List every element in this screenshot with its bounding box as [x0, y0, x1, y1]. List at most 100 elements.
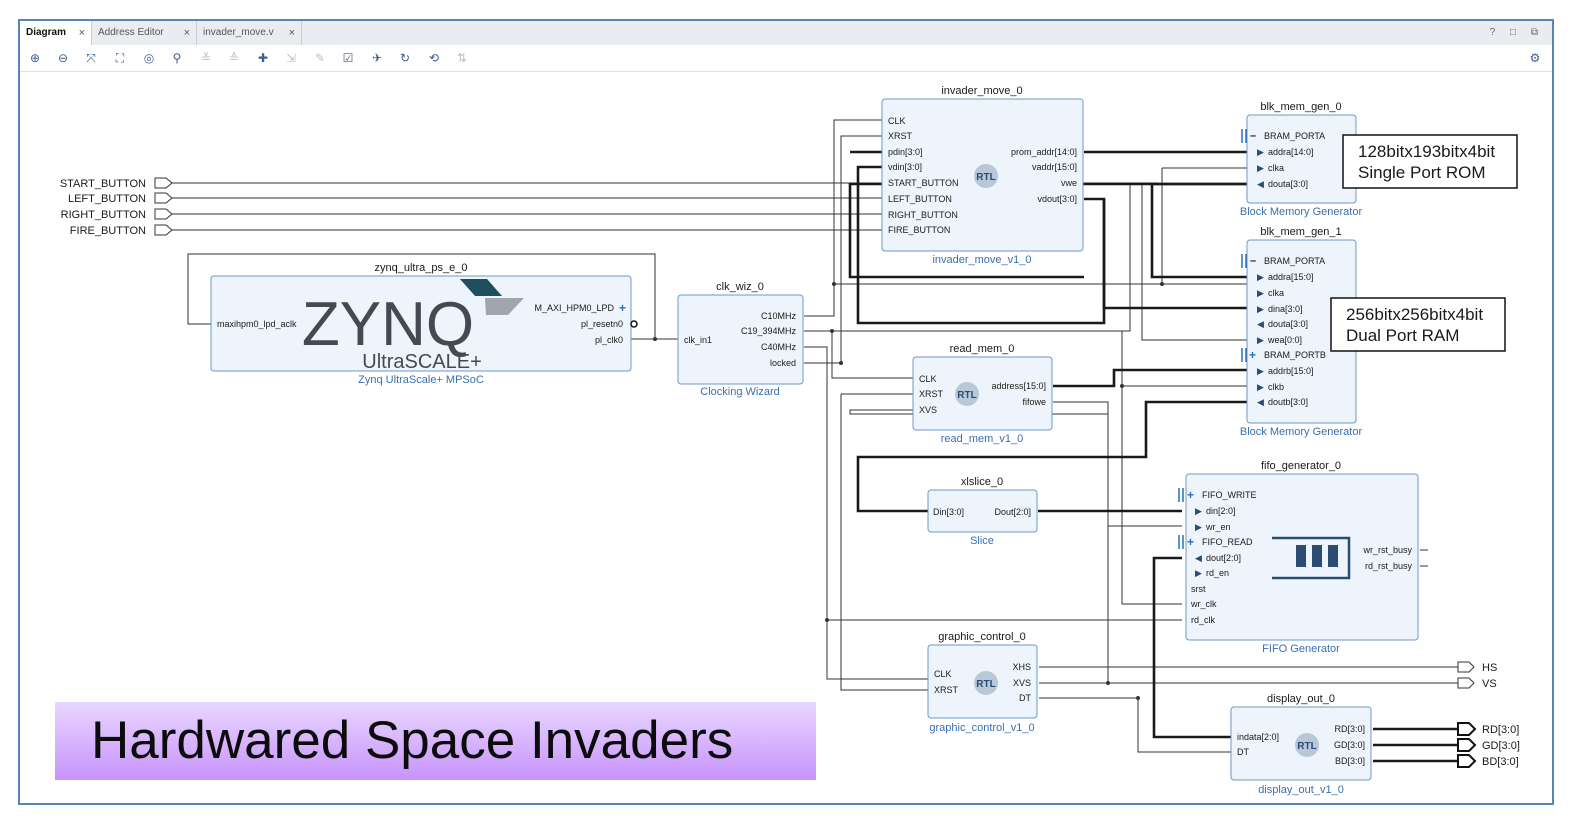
- port-label: rd_rst_busy: [1365, 561, 1413, 571]
- port-label: CLK: [934, 669, 952, 679]
- block-name: blk_mem_gen_1: [1260, 226, 1341, 238]
- tab-address-editor[interactable]: Address Editor ×: [92, 21, 197, 45]
- port-label: Dout[2:0]: [994, 507, 1031, 517]
- wrench-icon[interactable]: ✎: [314, 51, 326, 65]
- plus-icon[interactable]: +: [619, 301, 626, 315]
- note-text: 128bitx193bitx4bit: [1358, 142, 1495, 161]
- port-label: XVS: [919, 405, 937, 415]
- port-label: wea[0:0]: [1267, 335, 1302, 345]
- tab-invader-move[interactable]: invader_move.v×: [197, 21, 302, 45]
- arrow-right-icon: ▶: [1195, 522, 1202, 532]
- port-label: clka: [1268, 288, 1284, 298]
- zoom-area-icon[interactable]: ⛶: [115, 51, 125, 65]
- note-text: 256bitx256bitx4bit: [1346, 305, 1483, 324]
- port-label: FIFO_WRITE: [1202, 490, 1257, 500]
- port-fire-button[interactable]: FIRE_BUTTON: [70, 224, 173, 237]
- note-text: Single Port ROM: [1358, 163, 1486, 182]
- route-icon[interactable]: ✈: [371, 51, 383, 65]
- note-rom: 128bitx193bitx4bit Single Port ROM: [1342, 134, 1518, 189]
- port-label: pl_resetn0: [581, 319, 623, 329]
- port-hs[interactable]: HS: [1457, 661, 1497, 674]
- close-icon[interactable]: ×: [183, 27, 190, 39]
- minus-icon[interactable]: –: [1250, 255, 1256, 267]
- port-label: C19_394MHz: [741, 326, 797, 336]
- port-label: doutb[3:0]: [1268, 397, 1308, 407]
- port-label: RIGHT_BUTTON: [61, 209, 146, 221]
- fit-view-icon[interactable]: ⤧: [86, 51, 96, 65]
- port-label: addra[15:0]: [1268, 272, 1314, 282]
- port-bd[interactable]: BD[3:0]: [1457, 754, 1519, 768]
- arrow-left-icon: ◀: [1195, 553, 1202, 563]
- regenerate-icon[interactable]: ⟲: [428, 51, 440, 65]
- arrow-right-icon: ▶: [1257, 304, 1264, 314]
- arrow-left-icon: ◀: [1257, 397, 1264, 407]
- port-label: wr_en: [1205, 522, 1231, 532]
- gear-icon[interactable]: ⚙: [1529, 51, 1541, 65]
- minus-icon[interactable]: –: [1250, 130, 1256, 142]
- port-label: dout[2:0]: [1206, 553, 1241, 563]
- block-blk-mem-gen-1[interactable]: blk_mem_gen_1 – BRAM_PORTA ▶addra[15:0] …: [1240, 226, 1363, 438]
- collapse-icon[interactable]: ≚: [200, 51, 212, 65]
- block-invader-move[interactable]: invader_move_0 CLK XRST pdin[3:0] vdin[3…: [881, 85, 1084, 266]
- diagram-window: Diagram× Address Editor × invader_move.v×…: [18, 19, 1554, 805]
- port-label: M_AXI_HPM0_LPD: [534, 303, 614, 313]
- port-label: wr_clk: [1190, 599, 1217, 609]
- port-right-button[interactable]: RIGHT_BUTTON: [61, 208, 173, 221]
- port-label: addra[14:0]: [1268, 147, 1314, 157]
- block-name: read_mem_0: [950, 343, 1015, 355]
- port-rd[interactable]: RD[3:0]: [1457, 722, 1519, 736]
- block-zynq[interactable]: zynq_ultra_ps_e_0 maxihpm0_lpd_aclk ZYNQ…: [210, 262, 638, 386]
- add-ip-icon[interactable]: ✚: [257, 51, 269, 65]
- port-label: indata[2:0]: [1237, 732, 1279, 742]
- block-clk-wiz[interactable]: clk_wiz_0 clk_in1 C10MHz C19_394MHz C40M…: [677, 281, 804, 398]
- block-subtitle: FIFO Generator: [1262, 643, 1340, 655]
- port-label: START_BUTTON: [60, 178, 146, 190]
- zoom-out-icon[interactable]: ⊖: [57, 51, 69, 65]
- port-label: C10MHz: [761, 311, 797, 321]
- port-label: START_BUTTON: [888, 178, 959, 188]
- refresh-icon[interactable]: ↻: [399, 51, 411, 65]
- port-gd[interactable]: GD[3:0]: [1457, 738, 1520, 752]
- port-left-button[interactable]: LEFT_BUTTON: [68, 192, 173, 205]
- rtl-label: RTL: [1297, 741, 1316, 752]
- center-icon[interactable]: ◎: [143, 51, 155, 65]
- close-icon[interactable]: ×: [78, 27, 85, 39]
- block-name: xlslice_0: [961, 476, 1003, 488]
- expand-icon[interactable]: ≙: [228, 51, 240, 65]
- port-start-button[interactable]: START_BUTTON: [60, 177, 173, 190]
- port-label: srst: [1191, 584, 1206, 594]
- port-label: C40MHz: [761, 342, 797, 352]
- rtl-icon: [974, 164, 998, 188]
- zynq-logo-mark-icon: [485, 298, 524, 315]
- tab-diagram[interactable]: Diagram×: [20, 21, 92, 45]
- port-label: LEFT_BUTTON: [888, 194, 952, 204]
- port-vs[interactable]: VS: [1457, 677, 1497, 690]
- block-fifo-generator[interactable]: fifo_generator_0 + FIFO_WRITE ▶din[2:0] …: [1178, 460, 1419, 655]
- port-label: address[15:0]: [991, 381, 1046, 391]
- block-xlslice[interactable]: xlslice_0 Din[3:0] Dout[2:0] Slice: [927, 476, 1038, 547]
- port-label: XRST: [888, 131, 913, 141]
- disabled-icon[interactable]: ⇅: [456, 51, 468, 65]
- arrow-right-icon: ▶: [1195, 506, 1202, 516]
- zoom-in-icon[interactable]: ⊕: [29, 51, 41, 65]
- tab-label: Address Editor: [98, 27, 164, 38]
- arrow-right-icon: ▶: [1257, 366, 1264, 376]
- block-graphic-control[interactable]: graphic_control_0 CLK XRST RTL XHS XVS D…: [927, 631, 1038, 734]
- block-blk-mem-gen-0[interactable]: blk_mem_gen_0 – BRAM_PORTA ▶addra[14:0] …: [1240, 101, 1363, 218]
- title-banner: Hardwared Space Invaders: [55, 702, 816, 780]
- block-display-out[interactable]: display_out_0 indata[2:0] DT RTL RD[3:0]…: [1230, 693, 1372, 796]
- zynq-logo-mark-icon: [460, 279, 502, 296]
- search-icon[interactable]: ⚲: [172, 51, 182, 65]
- port-label: LEFT_BUTTON: [68, 193, 146, 205]
- close-icon[interactable]: ×: [288, 27, 295, 39]
- connect-icon[interactable]: ⇲: [285, 51, 297, 65]
- arrow-right-icon: ▶: [1195, 568, 1202, 578]
- plus-icon[interactable]: +: [1187, 535, 1194, 549]
- validate-icon[interactable]: ☑: [342, 51, 354, 65]
- port-label: vdout[3:0]: [1037, 194, 1077, 204]
- window-controls[interactable]: ? □ ⧉: [1489, 27, 1544, 38]
- plus-icon[interactable]: +: [1187, 488, 1194, 502]
- block-read-mem[interactable]: read_mem_0 CLK XRST XVS RTL address[15:0…: [912, 343, 1053, 445]
- port-label: addrb[15:0]: [1268, 366, 1314, 376]
- plus-icon[interactable]: +: [1249, 348, 1256, 362]
